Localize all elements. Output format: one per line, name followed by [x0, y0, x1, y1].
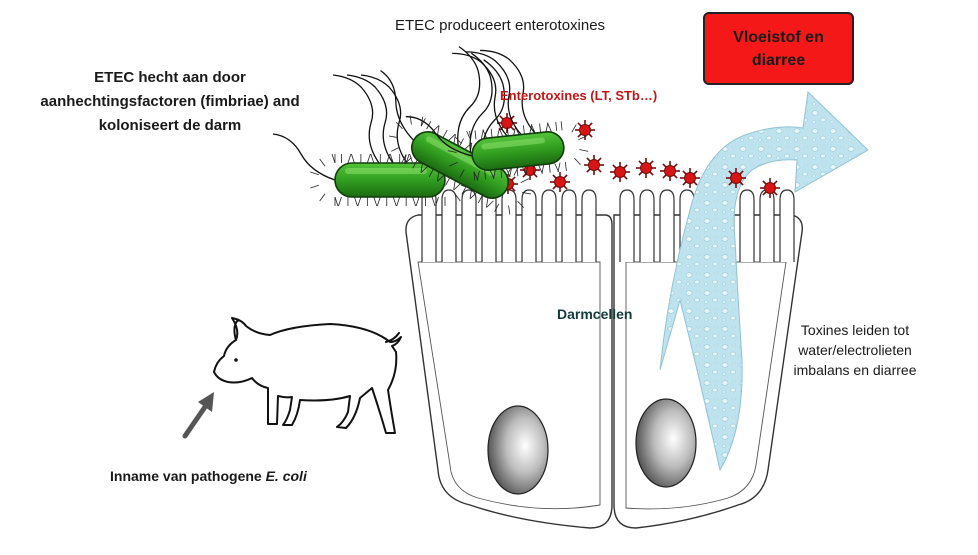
toxin-star	[726, 168, 746, 188]
fluid-diarrhea-box: Vloeistof en diarree	[703, 12, 854, 85]
toxin-star	[575, 120, 595, 140]
toxin-star	[660, 161, 680, 181]
bacterium	[272, 74, 470, 207]
intake-label-organism: E. coli	[265, 468, 307, 484]
microvillus	[759, 189, 775, 262]
toxin-star	[610, 162, 630, 182]
microvillus	[421, 189, 437, 262]
toxin-star	[550, 172, 570, 192]
bacterium	[380, 46, 532, 215]
fluid-arrow	[659, 90, 869, 472]
microvillus	[541, 189, 557, 262]
intake-label: Inname van pathogene E. coli	[110, 468, 307, 484]
microvillus	[739, 189, 755, 262]
diagram-title: ETEC produceert enterotoxines	[394, 17, 606, 34]
microvillus	[501, 189, 517, 262]
intestinal-cells-label: Darmcellen	[557, 306, 633, 322]
intestinal-cell-left	[405, 214, 613, 529]
cell-inner-right	[625, 261, 787, 510]
cell-nucleus	[487, 405, 549, 495]
intake-label-prefix: Inname van pathogene	[110, 468, 266, 484]
bacterium	[405, 49, 589, 181]
microvillus	[581, 189, 597, 262]
toxin-star	[680, 168, 700, 188]
microvillus	[659, 189, 675, 262]
microvillus	[481, 189, 497, 262]
microvillus	[639, 189, 655, 262]
toxins-effect-label: Toxines leiden tot water/electrolieten i…	[793, 322, 917, 378]
pig-eye	[234, 358, 238, 362]
toxin-star	[636, 158, 656, 178]
microvillus	[441, 189, 457, 262]
enterotoxins-label: Enterotoxines (LT, STb…)	[500, 88, 658, 103]
toxin-star	[584, 155, 604, 175]
microvillus	[461, 189, 477, 262]
microvillus	[561, 189, 577, 262]
pig-silhouette	[213, 317, 402, 434]
fluid-diarrhea-label: Vloeistof en diarree	[733, 29, 824, 69]
ingestion-arrow	[182, 392, 214, 439]
toxin-star	[760, 178, 780, 198]
microvillus	[779, 189, 795, 262]
microvillus	[521, 189, 537, 262]
attachment-label: ETEC hecht aan door aanhechtingsfactoren…	[40, 69, 300, 134]
enterotoxin-group	[497, 113, 780, 198]
cell-nucleus	[635, 398, 697, 488]
microvillus	[619, 189, 635, 262]
toxin-star	[497, 113, 517, 133]
bacteria-group	[272, 46, 589, 215]
cell-inner-left	[417, 261, 601, 510]
